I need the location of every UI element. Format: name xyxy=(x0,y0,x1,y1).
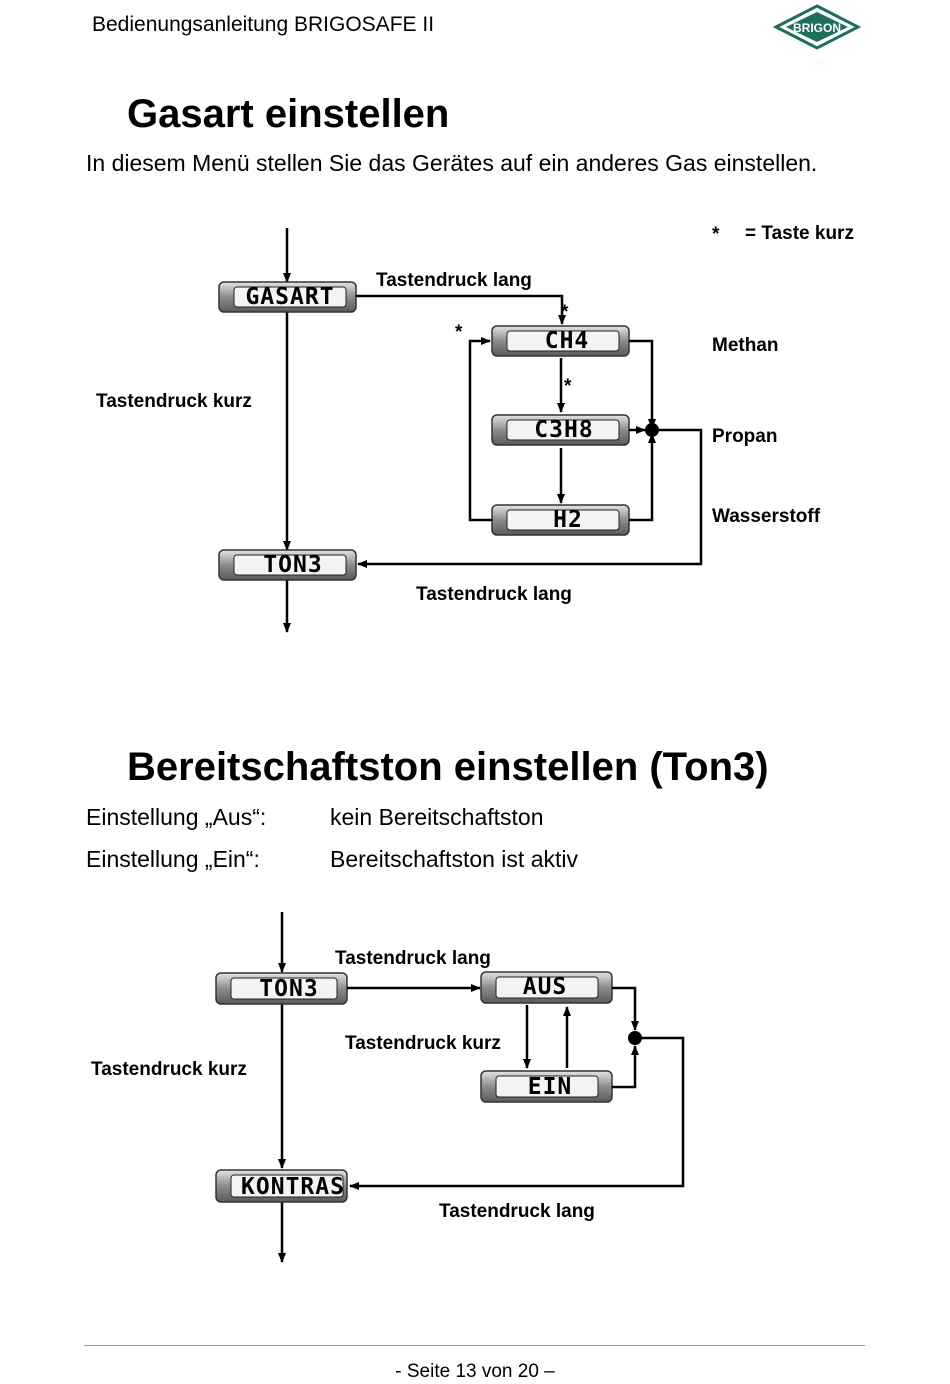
lcd-display-kontras: KONTRAS xyxy=(215,1169,348,1203)
ton3-flow-diagram: TON3 Tastendruck lang AUS Tastendruck ku… xyxy=(91,912,685,1263)
lcd-display-gasart: GASART xyxy=(218,281,357,313)
svg-text:KONTRAS: KONTRAS xyxy=(241,1174,345,1200)
lcd-display-ton3: TON3 xyxy=(218,549,357,581)
lcd-display-h2: H2 xyxy=(491,504,630,536)
label-propan: Propan xyxy=(712,426,777,447)
svg-text:TON3: TON3 xyxy=(259,976,318,1002)
svg-text:CH4: CH4 xyxy=(545,328,590,354)
section-title-bereitschaftston: Bereitschaftston einstellen (Ton3) xyxy=(127,745,769,789)
label-long-press-bottom-2: Tastendruck lang xyxy=(439,1201,595,1222)
star-marker-1: * xyxy=(561,302,569,323)
svg-text:C3H8: C3H8 xyxy=(534,417,593,443)
lcd-display-ch4: CH4 xyxy=(491,325,630,357)
lcd-display-ton3-2: TON3 xyxy=(215,972,348,1005)
label-short-press-mid: Tastendruck kurz xyxy=(345,1033,501,1054)
svg-text:AUS: AUS xyxy=(523,974,568,1000)
svg-text:GASART: GASART xyxy=(245,284,334,310)
logo-text: BRIGON xyxy=(793,21,841,35)
lcd-display-c3h8: C3H8 xyxy=(491,414,630,446)
footer-divider xyxy=(84,1345,865,1346)
label-wasserstoff: Wasserstoff xyxy=(712,506,821,527)
setting-value-aus: kein Bereitschaftston xyxy=(330,804,544,830)
star-marker-2: * xyxy=(564,376,572,397)
label-long-press-bottom: Tastendruck lang xyxy=(416,584,572,605)
section-intro: In diesem Menü stellen Sie das Gerätes a… xyxy=(86,150,818,176)
label-short-press-left-2: Tastendruck kurz xyxy=(91,1059,247,1080)
legend-text: = Taste kurz xyxy=(745,223,854,244)
svg-text:EIN: EIN xyxy=(528,1074,573,1100)
page-number: - Seite 13 von 20 – xyxy=(395,1361,555,1382)
brigon-logo: BRIGON xyxy=(772,4,862,50)
lcd-display-ein: EIN xyxy=(480,1070,613,1103)
document-header-title: Bedienungsanleitung BRIGOSAFE II xyxy=(92,13,435,36)
star-marker-3: * xyxy=(455,322,463,343)
setting-key-aus: Einstellung „Aus“: xyxy=(86,804,267,830)
section-title-gasart: Gasart einstellen xyxy=(127,92,450,136)
lcd-display-aus: AUS xyxy=(480,971,613,1004)
label-long-press-top: Tastendruck lang xyxy=(376,270,532,291)
legend-star: * xyxy=(712,224,720,245)
setting-value-ein: Bereitschaftston ist aktiv xyxy=(330,846,578,872)
label-long-press-top-2: Tastendruck lang xyxy=(335,948,491,969)
setting-key-ein: Einstellung „Ein“: xyxy=(86,846,260,872)
label-methan: Methan xyxy=(712,335,779,356)
label-short-press-left: Tastendruck kurz xyxy=(96,391,252,412)
svg-text:H2: H2 xyxy=(553,507,583,533)
svg-text:TON3: TON3 xyxy=(263,552,322,578)
gasart-flow-diagram: * = Taste kurz GASART Tastendruck lang *… xyxy=(96,223,854,633)
